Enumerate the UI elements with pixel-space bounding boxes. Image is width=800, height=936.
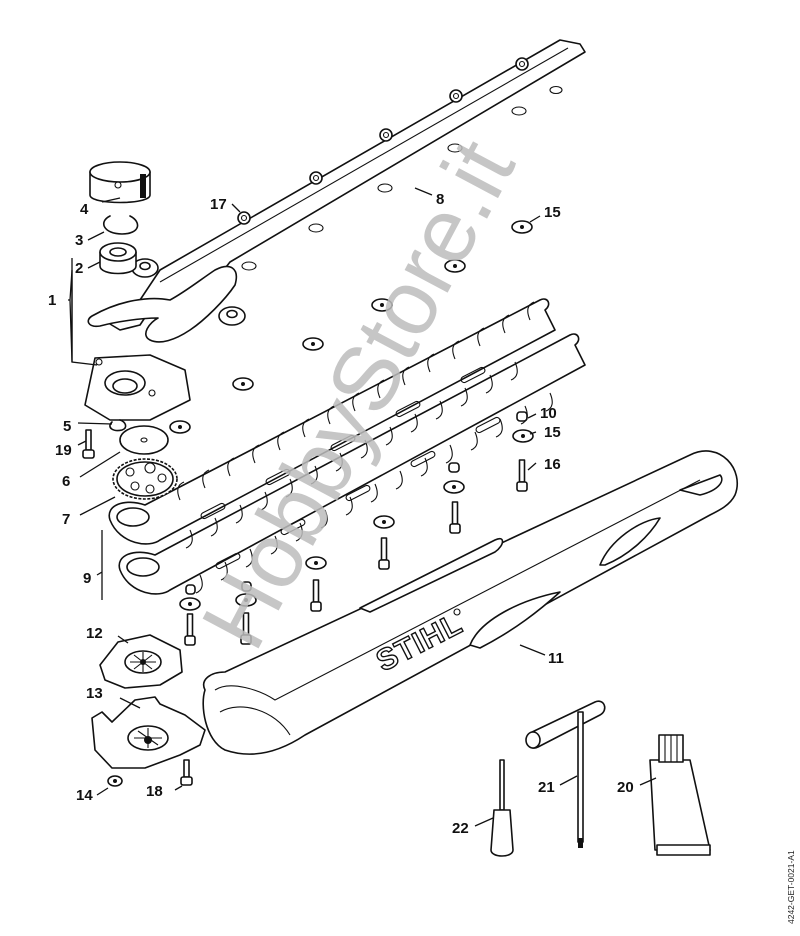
callout-21: 21 — [538, 779, 555, 796]
blade-set[interactable] — [108, 298, 586, 595]
combination-wrench[interactable] — [525, 700, 606, 848]
callout-7: 7 — [62, 511, 70, 528]
washer-disc[interactable] — [119, 425, 169, 455]
circlip[interactable] — [102, 215, 139, 235]
callout-18: 18 — [146, 783, 163, 800]
screw-18[interactable] — [180, 759, 193, 786]
washer-15-set[interactable] — [169, 220, 534, 611]
callout-20: 20 — [617, 779, 634, 796]
callout-11: 11 — [548, 650, 564, 667]
callout-14: 14 — [76, 787, 93, 804]
cover-plate[interactable] — [99, 634, 183, 689]
callout-3: 3 — [75, 232, 83, 249]
callout-labels: 1 2 3 4 5 6 7 8 9 10 11 12 13 14 15 15 1… — [48, 191, 634, 837]
callout-16: 16 — [544, 456, 561, 473]
callout-5: 5 — [63, 418, 71, 435]
grease-tube[interactable] — [649, 734, 711, 856]
screw-16-set[interactable] — [184, 459, 528, 646]
callout-6: 6 — [62, 473, 70, 490]
callout-13: 13 — [86, 685, 103, 702]
ball-bearing[interactable] — [99, 242, 137, 275]
drawing-code-text: 4242-GET-0021-A1 — [786, 850, 796, 924]
callout-1: 1 — [48, 292, 56, 309]
callout-8: 8 — [436, 191, 444, 208]
gear-wheel[interactable] — [112, 458, 178, 500]
spacer-10-set[interactable] — [185, 411, 528, 595]
leader-lines — [68, 187, 657, 827]
callout-12: 12 — [86, 625, 103, 642]
callout-17: 17 — [210, 196, 227, 213]
callout-15: 15 — [544, 424, 561, 441]
callout-22: 22 — [452, 820, 469, 837]
drawing-code: 4242-GET-0021-A1 — [786, 850, 796, 924]
guide-bar-holes — [241, 85, 563, 271]
callout-2: 2 — [75, 260, 83, 277]
blade-teeth — [177, 301, 553, 594]
e-clip[interactable] — [109, 419, 127, 432]
blade-slots — [200, 366, 501, 570]
screw-19[interactable] — [82, 429, 95, 459]
callout-9: 9 — [83, 570, 91, 587]
callout-19: 19 — [55, 442, 72, 459]
gearbox-housing[interactable] — [84, 354, 191, 421]
nut-14[interactable] — [107, 775, 123, 787]
gear-housing-cover[interactable] — [91, 696, 206, 769]
nut-17-set[interactable] — [237, 57, 529, 225]
cup[interactable] — [89, 161, 151, 204]
callout-15-top: 15 — [544, 204, 561, 221]
guide-bar[interactable] — [87, 39, 586, 343]
screwdriver[interactable] — [490, 759, 514, 857]
callout-4: 4 — [80, 201, 89, 218]
callout-10: 10 — [540, 405, 557, 422]
